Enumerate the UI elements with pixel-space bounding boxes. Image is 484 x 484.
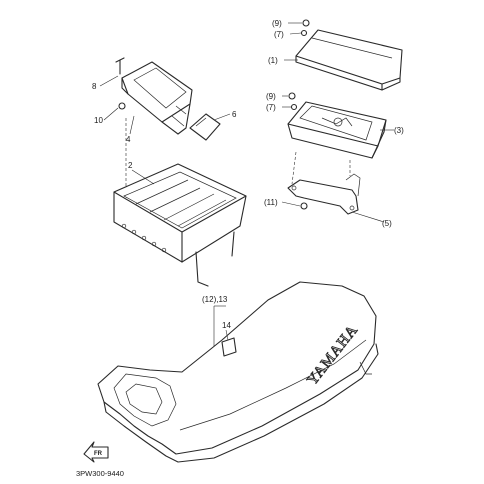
callout-9-top: (9) bbox=[272, 19, 282, 28]
pin-8[interactable] bbox=[115, 57, 125, 75]
callout-11: (11) bbox=[264, 198, 278, 207]
seat[interactable] bbox=[97, 281, 379, 463]
callout-12-13: (12),13 bbox=[202, 295, 228, 304]
callout-14: 14 bbox=[222, 321, 231, 330]
callout-10: 10 bbox=[94, 116, 103, 125]
cover-6[interactable] bbox=[189, 113, 221, 141]
front-arrow-icon: FR bbox=[83, 441, 109, 463]
callout-9-mid: (9) bbox=[266, 92, 276, 101]
callout-2: 2 bbox=[128, 161, 133, 170]
callout-7-mid: (7) bbox=[266, 103, 276, 112]
washer-10[interactable] bbox=[118, 102, 126, 110]
callout-4: 4 bbox=[126, 135, 131, 144]
callout-3: (3) bbox=[394, 126, 404, 135]
callout-7-top: (7) bbox=[274, 30, 284, 39]
bolt-bracket[interactable] bbox=[300, 202, 308, 210]
box-lid[interactable] bbox=[295, 29, 403, 91]
reference-code: 3PW300-9440 bbox=[76, 469, 124, 478]
callout-6: 6 bbox=[232, 110, 237, 119]
screw-tray[interactable] bbox=[288, 92, 298, 111]
callout-8: 8 bbox=[92, 82, 97, 91]
carrier-rack[interactable] bbox=[113, 118, 247, 287]
screw-top[interactable] bbox=[300, 19, 310, 37]
callout-5: (5) bbox=[382, 219, 392, 228]
front-arrow-label: FR bbox=[94, 451, 103, 457]
box-tray[interactable] bbox=[287, 101, 387, 159]
tool-case[interactable] bbox=[121, 61, 193, 135]
leader-lines bbox=[99, 22, 394, 346]
callout-1: (1) bbox=[268, 56, 278, 65]
bracket[interactable] bbox=[287, 173, 361, 215]
